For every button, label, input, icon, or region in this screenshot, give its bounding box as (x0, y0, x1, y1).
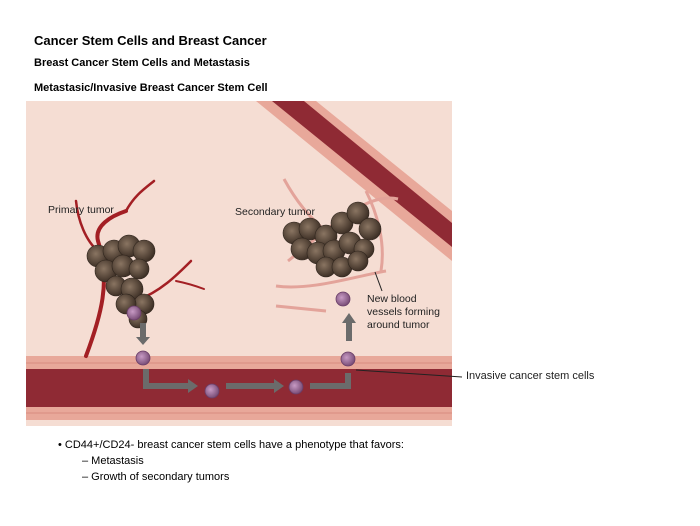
bullet-main: • CD44+/CD24- breast cancer stem cells h… (58, 439, 404, 451)
new-vessels-label: New blood vessels forming around tumor (367, 293, 440, 332)
new-vessels-label-line2: vessels forming (367, 306, 440, 318)
bullet-list: • CD44+/CD24- breast cancer stem cells h… (58, 439, 404, 483)
secondary-tumor-cluster (282, 201, 382, 278)
bullet-item-metastasis: – Metastasis (82, 455, 144, 467)
stem-cell-leaving-primary (126, 305, 142, 321)
vessels-leader (374, 271, 383, 292)
migration-arrows (136, 313, 356, 393)
figure-title: Metastasic/Invasive Breast Cancer Stem C… (34, 82, 268, 94)
invasive-cells-label: Invasive cancer stem cells (466, 370, 595, 382)
new-vessels-label-line3: around tumor (367, 319, 430, 331)
stem-cell-in-vessel-2 (288, 379, 304, 395)
metastasis-illustration (26, 101, 452, 426)
stem-cell-in-vessel-1 (204, 383, 220, 399)
primary-tumor-label: Primary tumor (48, 204, 114, 216)
new-vessels-label-line1: New blood (367, 293, 417, 305)
stem-cell-entering-vessel (135, 350, 151, 366)
invasive-stem-cells (126, 291, 356, 399)
page-title: Cancer Stem Cells and Breast Cancer (34, 33, 267, 48)
stem-cell-reaching-secondary (335, 291, 351, 307)
stem-cell-exiting-vessel (340, 351, 356, 367)
bullet-item-secondary-growth: – Growth of secondary tumors (82, 471, 230, 483)
invasive-leader (355, 369, 463, 378)
page-subtitle: Breast Cancer Stem Cells and Metastasis (34, 57, 250, 69)
diagonal-blood-vessel (256, 101, 452, 261)
secondary-tumor-label: Secondary tumor (235, 206, 315, 218)
